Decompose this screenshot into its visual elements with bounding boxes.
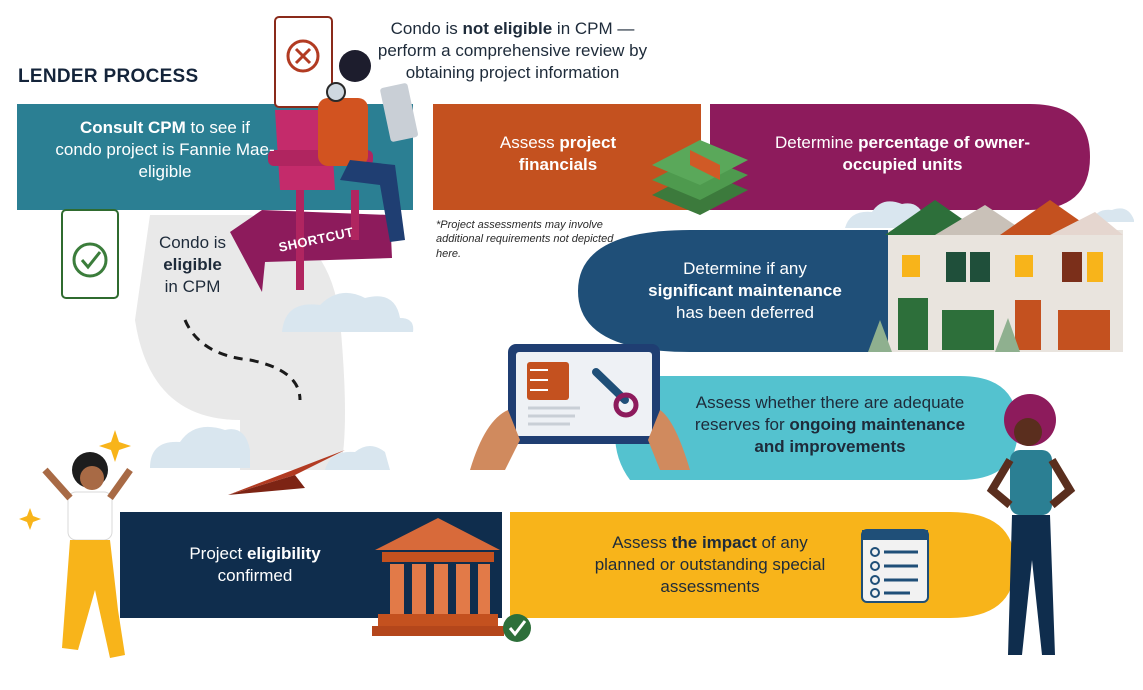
- impact-post: of any planned or outstanding special as…: [594, 533, 826, 597]
- eligible-bold: eligible: [163, 255, 222, 275]
- checklist-icon: [861, 529, 929, 603]
- maintenance-text: Determine if any significant maintenance…: [620, 258, 870, 324]
- celebrating-woman-icon: [19, 430, 133, 658]
- eligible-text: Condo is eligible in CPM: [140, 232, 245, 298]
- standing-woman-icon: [986, 394, 1076, 655]
- financials-text: Assess project financials: [478, 132, 638, 176]
- impact-text: Assess the impact of any planned or outs…: [590, 532, 830, 598]
- financials-pre: Assess: [499, 133, 560, 152]
- owner-occupied-pre: Determine: [774, 133, 859, 152]
- confirmed-bold: eligibility: [246, 544, 321, 563]
- maintenance-bold: significant maintenance: [648, 281, 842, 301]
- x-circle-icon: [286, 39, 320, 73]
- reserves-box: [615, 376, 1018, 480]
- not-eligible-bold: not eligible: [462, 19, 553, 38]
- financials-bold: project financials: [518, 133, 617, 175]
- consult-cpm-text: Consult CPM to see if condo project is F…: [55, 117, 275, 183]
- consult-bold: Consult CPM: [79, 118, 186, 137]
- reserves-text: Assess whether there are adequate reserv…: [690, 392, 970, 458]
- reserves-pre: Assess whether there are adequate reserv…: [694, 393, 965, 435]
- confirmed-pre: Project: [189, 544, 247, 563]
- money-stack-icon: [652, 140, 748, 215]
- maintenance-post: has been deferred: [676, 303, 814, 323]
- eligible-tab: [61, 209, 119, 299]
- reading-person-icon: [268, 50, 418, 290]
- confirmed-check-icon: [503, 614, 531, 642]
- impact-pre: Assess: [612, 533, 672, 552]
- owner-occupied-text: Determine percentage of owner-occupied u…: [760, 132, 1045, 176]
- impact-bold: the impact: [671, 533, 757, 552]
- confirmed-post: confirmed: [217, 566, 293, 586]
- paper-airplane-icon: [228, 450, 345, 495]
- reserves-bold: ongoing maintenance and improvements: [754, 415, 966, 457]
- maintenance-box: [578, 230, 960, 352]
- page-title: LENDER PROCESS: [18, 66, 199, 87]
- footnote: *Project assessments may involve additio…: [436, 219, 614, 260]
- not-eligible-pre: Condo is: [390, 19, 463, 38]
- owner-occupied-box: [710, 104, 1090, 210]
- financials-box: [433, 104, 701, 210]
- tablet-icon: [470, 344, 690, 470]
- dashed-path-line: [183, 319, 302, 401]
- not-eligible-post: in CPM — perform a comprehensive review …: [377, 19, 648, 83]
- houses-icon: [868, 200, 1123, 352]
- owner-occupied-bold: percentage of owner-occupied units: [842, 133, 1031, 175]
- not-eligible-tab: [274, 16, 333, 108]
- eligible-post: in CPM: [164, 277, 221, 297]
- not-eligible-text: Condo is not eligible in CPM — perform a…: [360, 18, 665, 84]
- consult-post: to see if condo project is Fannie Mae-el…: [55, 118, 275, 182]
- eligible-pre: Condo is: [158, 233, 227, 252]
- check-circle-icon: [72, 242, 108, 278]
- maintenance-pre: Determine if any: [683, 259, 807, 278]
- bank-icon: [372, 518, 531, 642]
- confirmed-text: Project eligibility confirmed: [155, 543, 355, 587]
- shortcut-path: [135, 215, 345, 470]
